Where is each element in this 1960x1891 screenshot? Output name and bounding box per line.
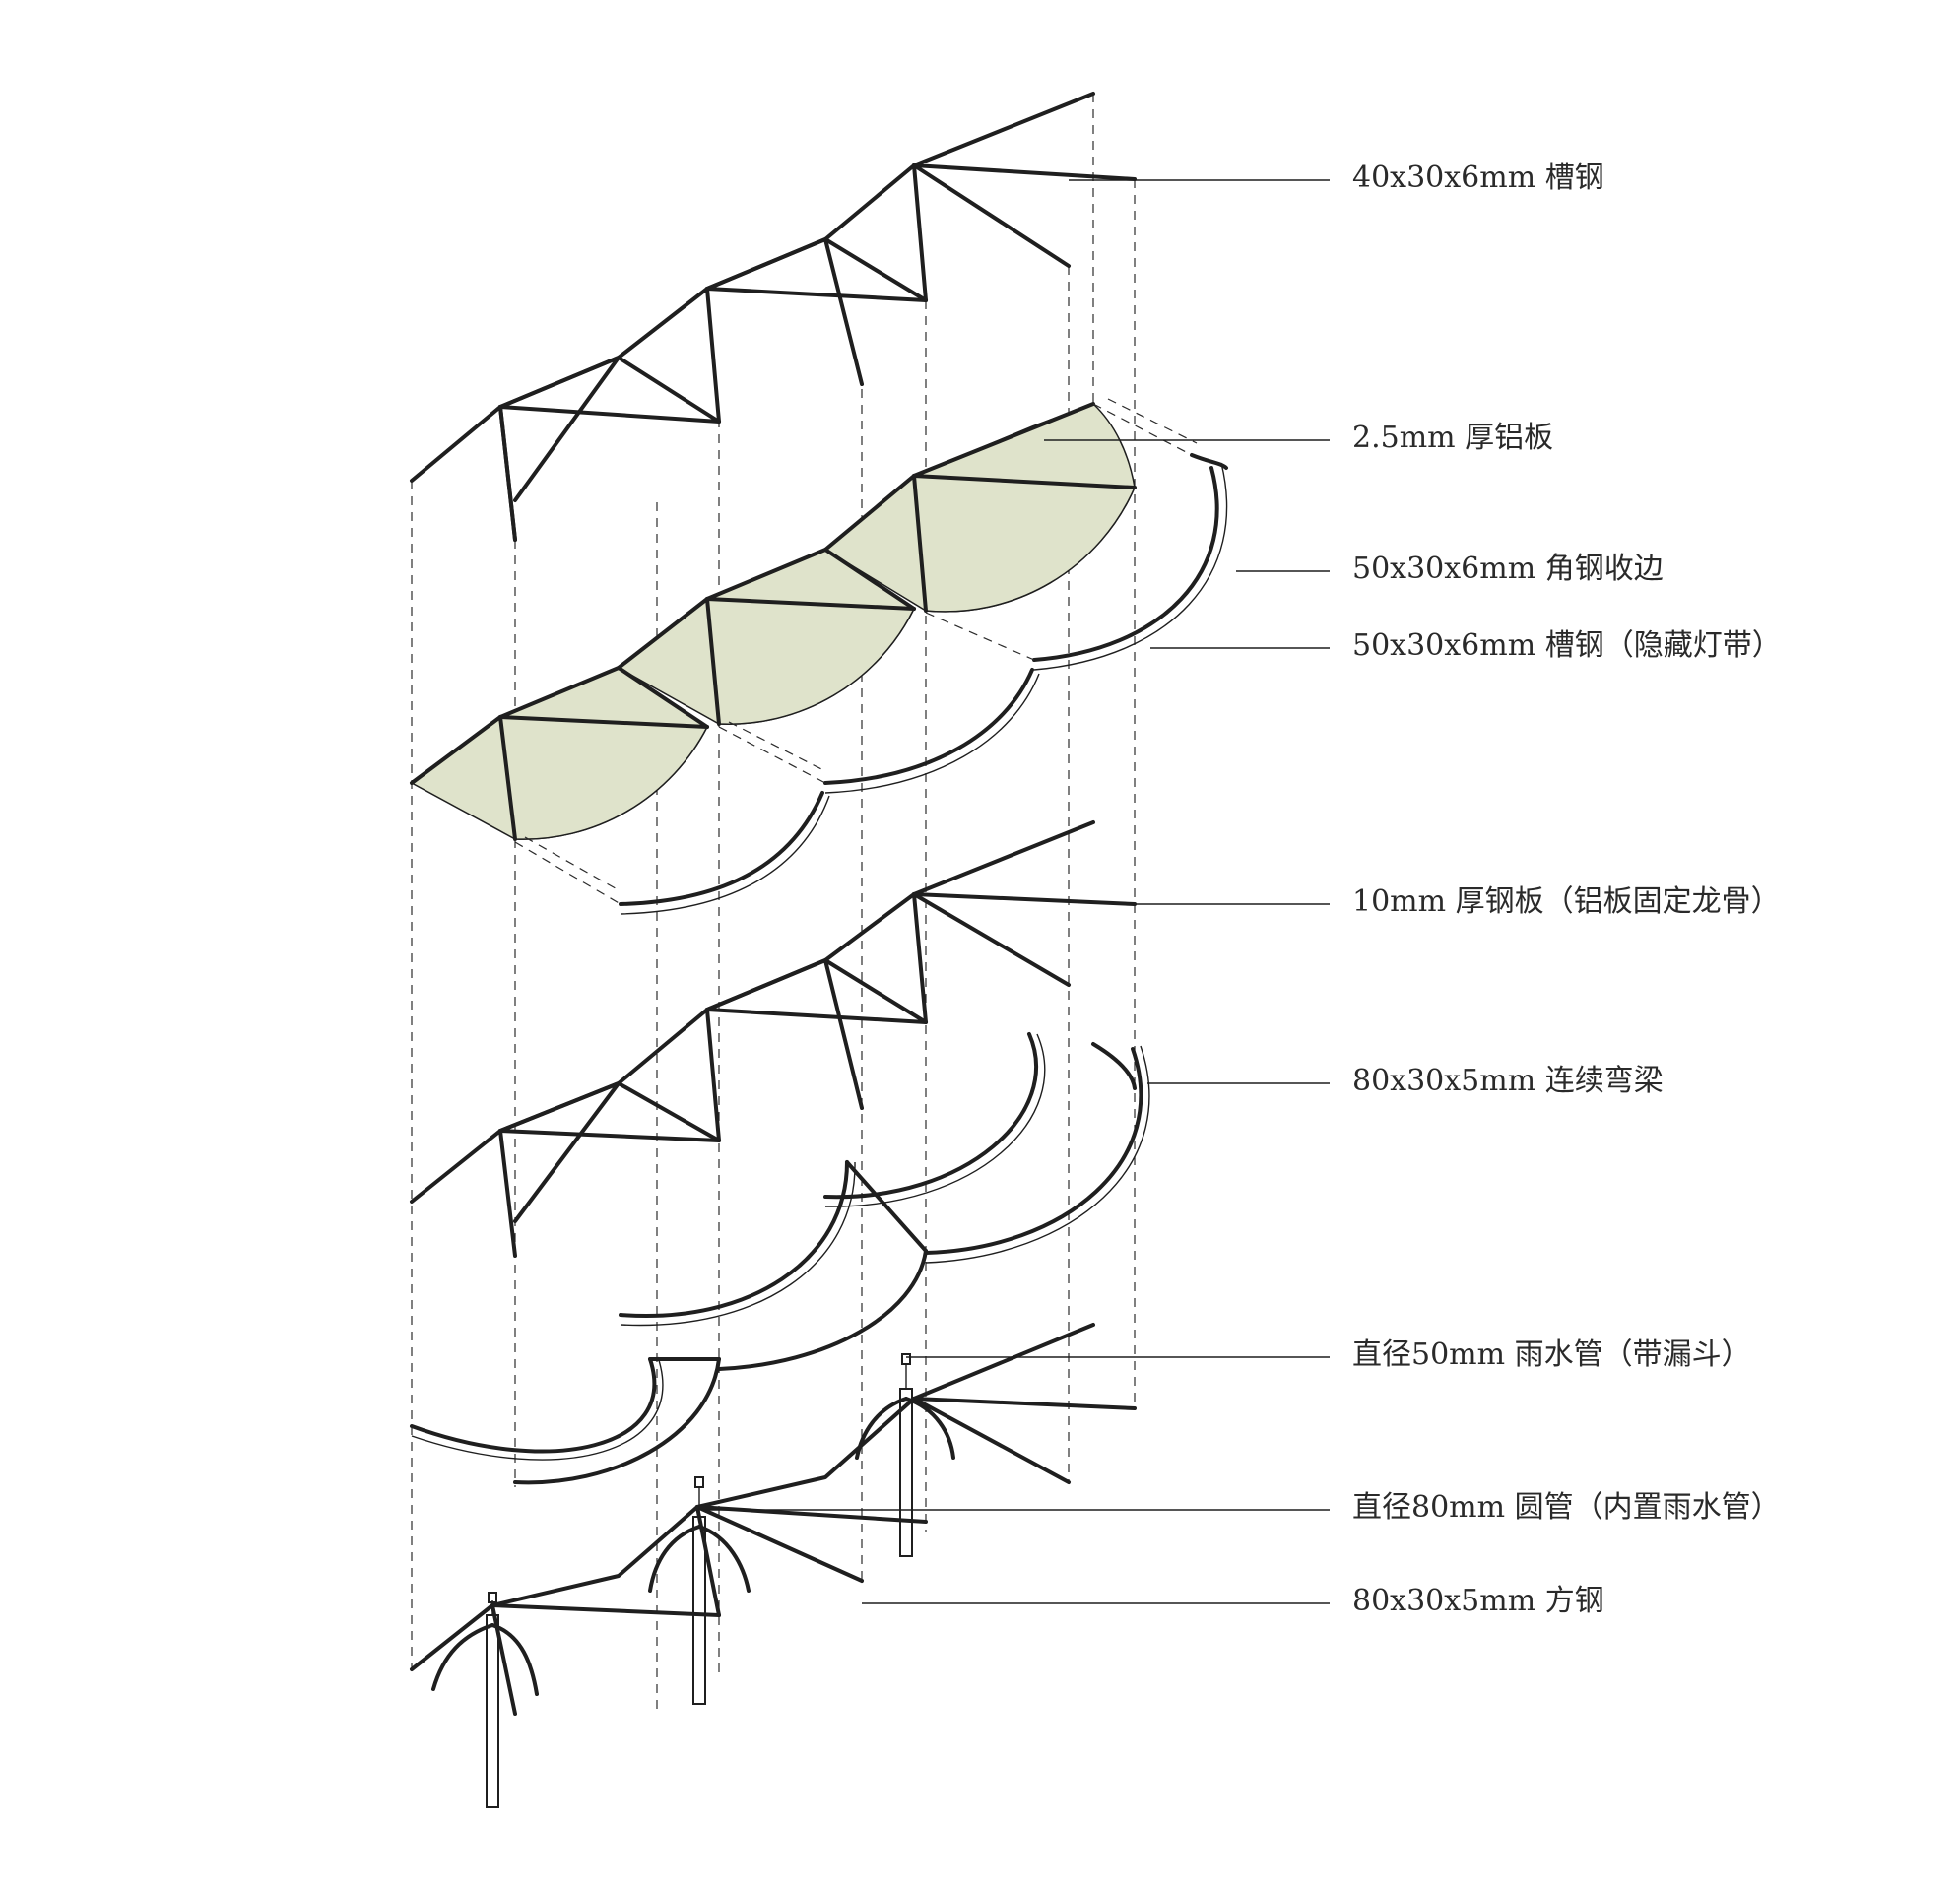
label-aluminum-panel: 2.5mm 厚铝板 (1352, 421, 1554, 455)
layer-curved-beams (410, 1032, 1150, 1485)
leader-lines (701, 179, 1330, 1604)
label-light-channel: 50x30x6mm 槽钢（隐藏灯带） (1352, 628, 1782, 663)
layer-supports (410, 1323, 1137, 1808)
label-rain-pipe: 直径50mm 雨水管（带漏斗） (1352, 1337, 1751, 1372)
label-steel-plate: 10mm 厚钢板（铝板固定龙骨） (1352, 884, 1781, 919)
label-curved-beam: 80x30x5mm 连续弯梁 (1352, 1064, 1664, 1098)
layer-aluminum-panels (410, 402, 1137, 841)
label-round-pipe: 直径80mm 圆管（内置雨水管） (1352, 1490, 1781, 1525)
label-angle-edge: 50x30x6mm 角钢收边 (1352, 552, 1664, 586)
layer-steel-plate-ribs (410, 820, 1137, 1258)
layer-channel-frame (410, 92, 1137, 542)
label-channel-steel: 40x30x6mm 槽钢 (1352, 161, 1604, 195)
label-square-steel: 80x30x5mm 方钢 (1352, 1584, 1604, 1618)
layer-edge-profiles (514, 398, 1228, 915)
alignment-dashes (411, 94, 1136, 1714)
